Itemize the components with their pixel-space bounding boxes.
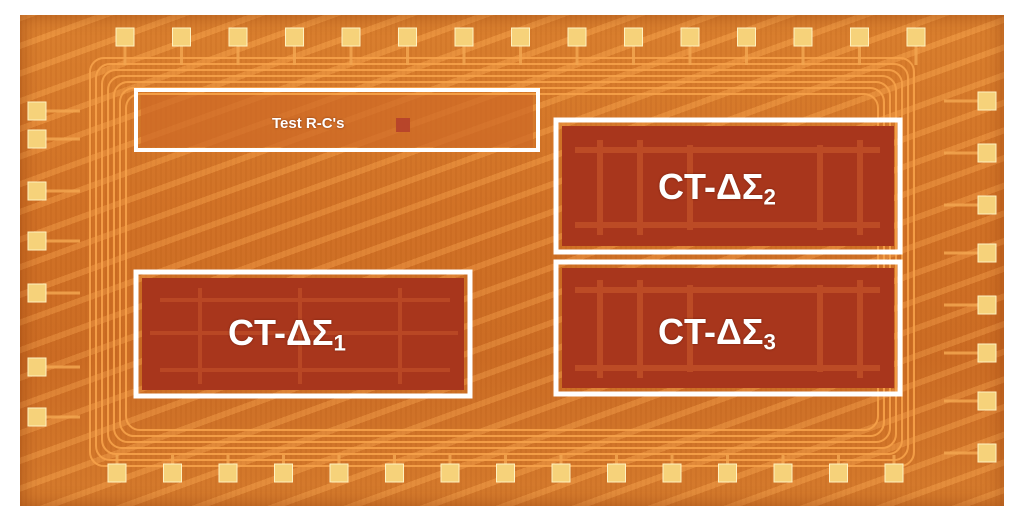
ct2-prefix: CT- xyxy=(658,166,716,207)
bond-pad xyxy=(27,407,47,427)
bond-pad xyxy=(385,463,404,483)
bond-pad xyxy=(906,27,926,47)
bond-pad xyxy=(977,91,997,111)
bond-pad xyxy=(977,443,997,463)
bond-pad xyxy=(27,129,47,149)
block-test-rc-fill xyxy=(141,95,533,147)
bond-pad xyxy=(228,27,248,47)
bond-pad xyxy=(511,27,530,47)
bond-pad xyxy=(793,27,813,47)
ct2-label: CT-ΔΣ2 xyxy=(658,169,776,209)
bond-pad xyxy=(977,243,997,263)
test-rc-text: Test R-C's xyxy=(272,115,345,132)
bond-pad xyxy=(624,27,643,47)
block-ct1-texture xyxy=(150,288,458,384)
bond-pad xyxy=(977,295,997,315)
bond-pad xyxy=(27,231,47,251)
bond-pads xyxy=(27,27,997,483)
bond-pad xyxy=(27,181,47,201)
bond-pad xyxy=(977,391,997,411)
bond-pad xyxy=(977,343,997,363)
bond-pad xyxy=(567,27,587,47)
block-test-rc-outline xyxy=(134,88,540,152)
bond-pad xyxy=(454,27,474,47)
ct2-subscript: 2 xyxy=(763,184,776,210)
bond-pad xyxy=(172,27,191,47)
bond-pad xyxy=(285,27,304,47)
ct3-subscript: 3 xyxy=(763,329,776,355)
bond-pad xyxy=(718,463,737,483)
bond-pad xyxy=(737,27,756,47)
bond-pad xyxy=(440,463,460,483)
test-rc-label: Test R-C's xyxy=(272,116,344,131)
block-ct2-outline xyxy=(553,117,903,255)
block-ct1-outline xyxy=(133,269,473,399)
bond-pad xyxy=(773,463,793,483)
block-ct2 xyxy=(553,117,903,255)
bond-pad xyxy=(977,195,997,215)
block-ct1 xyxy=(133,269,473,399)
bond-pad xyxy=(274,463,293,483)
bond-pad xyxy=(27,101,47,121)
bond-pad xyxy=(977,143,997,163)
ct3-symbol: ΔΣ xyxy=(716,311,764,352)
block-test-rc xyxy=(134,88,540,152)
bond-pad xyxy=(115,27,135,47)
block-ct3 xyxy=(553,259,903,397)
ct2-symbol: ΔΣ xyxy=(716,166,764,207)
bond-pad xyxy=(680,27,700,47)
bond-pad xyxy=(551,463,571,483)
bond-pad xyxy=(218,463,238,483)
pad-connectors xyxy=(46,45,978,470)
bond-pad xyxy=(398,27,417,47)
bond-pad xyxy=(850,27,869,47)
bond-pad xyxy=(163,463,182,483)
bond-pad xyxy=(662,463,682,483)
ct1-label: CT-ΔΣ1 xyxy=(228,315,346,355)
block-ct2-texture xyxy=(575,140,880,235)
bond-pad xyxy=(607,463,626,483)
bond-pad xyxy=(27,283,47,303)
bond-pad xyxy=(341,27,361,47)
bond-pad xyxy=(829,463,848,483)
bond-pad xyxy=(107,463,127,483)
ct3-label: CT-ΔΣ3 xyxy=(658,314,776,354)
block-ct3-texture xyxy=(575,280,880,378)
bond-pad xyxy=(329,463,349,483)
test-rc-resistor xyxy=(396,118,410,132)
ct1-symbol: ΔΣ xyxy=(286,312,334,353)
block-ct3-outline xyxy=(553,259,903,397)
routing-trace xyxy=(95,63,909,461)
ct1-prefix: CT- xyxy=(228,312,286,353)
bond-pad xyxy=(884,463,904,483)
bond-pad xyxy=(496,463,515,483)
ct1-subscript: 1 xyxy=(333,330,346,356)
bond-pad xyxy=(27,357,47,377)
ct3-prefix: CT- xyxy=(658,311,716,352)
